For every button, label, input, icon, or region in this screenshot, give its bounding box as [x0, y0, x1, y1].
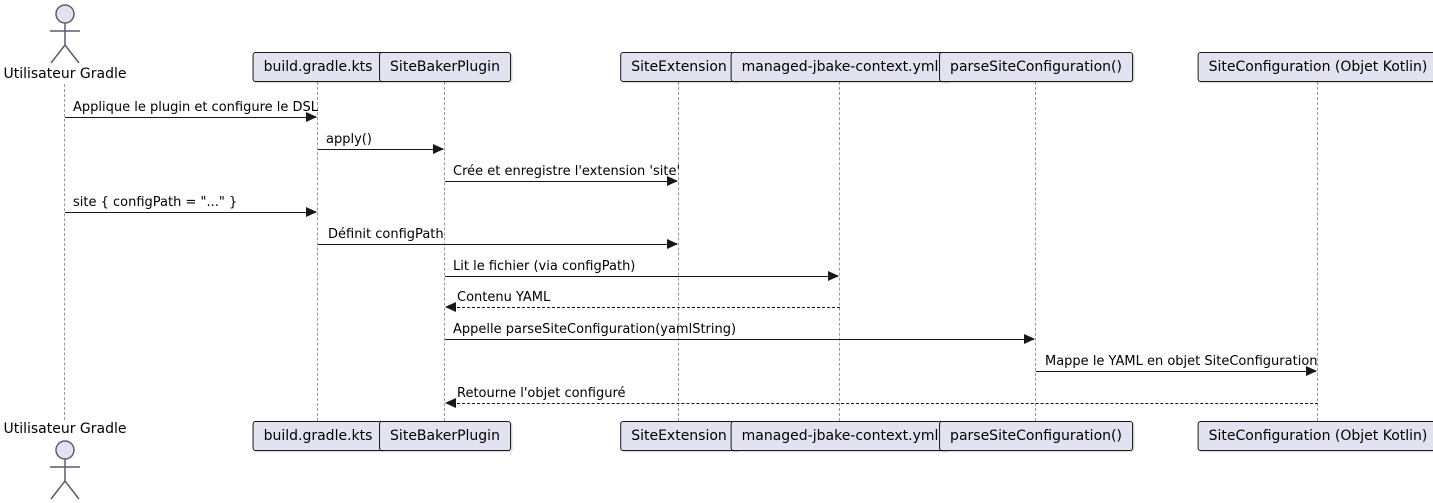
arrowhead-right-icon	[306, 112, 317, 122]
arrowhead-right-icon	[433, 144, 444, 154]
actor-icon	[50, 4, 80, 64]
lifeline-utilisateur-gradle	[64, 84, 65, 420]
arrowhead-left-icon	[445, 398, 456, 408]
actor-label-top: Utilisateur Gradle	[3, 66, 127, 82]
message-contenu-yaml-line	[447, 307, 840, 308]
arrowhead-right-icon	[1306, 366, 1317, 376]
participant-sitebakerplugin-top: SiteBakerPlugin	[379, 52, 511, 82]
message-lit-fichier-label: Lit le fichier (via configPath)	[453, 259, 636, 274]
lifeline-sitebakerplugin	[444, 82, 445, 421]
participant-siteconfiguration-bottom: SiteConfiguration (Objet Kotlin)	[1197, 421, 1433, 451]
participant-managed-jbake-context-yml-bottom: managed-jbake-context.yml	[730, 421, 950, 451]
message-site-configpath-line	[65, 212, 316, 213]
message-contenu-yaml-label: Contenu YAML	[457, 290, 551, 305]
arrowhead-right-icon	[667, 176, 678, 186]
arrowhead-right-icon	[667, 239, 678, 249]
participant-parsesiteconfiguration-bottom: parseSiteConfiguration()	[939, 421, 1133, 451]
message-site-configpath-label: site { configPath = "..." }	[73, 195, 238, 210]
lifeline-siteconfiguration	[1317, 82, 1318, 421]
message-apply-label: apply()	[326, 132, 372, 147]
message-lit-fichier-line	[445, 276, 838, 277]
message-retourne-objet-label: Retourne l'objet configuré	[457, 386, 626, 401]
lifeline-managed-jbake-context-yml	[839, 82, 840, 421]
message-apply-line	[318, 149, 443, 150]
message-definit-configpath-label: Définit configPath	[328, 227, 444, 242]
actor-icon	[50, 440, 80, 500]
participant-managed-jbake-context-yml-top: managed-jbake-context.yml	[730, 52, 950, 82]
message-mappe-yaml-line	[1036, 371, 1316, 372]
participant-build-gradle-kts-bottom: build.gradle.kts	[252, 421, 384, 451]
message-cree-extension-line	[445, 181, 677, 182]
participant-siteextension-bottom: SiteExtension	[620, 421, 738, 451]
arrowhead-right-icon	[306, 207, 317, 217]
message-applique-plugin-label: Applique le plugin et configure le DSL	[73, 100, 319, 115]
participant-sitebakerplugin-bottom: SiteBakerPlugin	[379, 421, 511, 451]
message-retourne-objet-line	[447, 403, 1318, 404]
message-applique-plugin-line	[65, 117, 316, 118]
lifeline-siteextension	[678, 82, 679, 421]
arrowhead-right-icon	[1024, 334, 1035, 344]
arrowhead-right-icon	[828, 271, 839, 281]
lifeline-parsesiteconfiguration	[1035, 82, 1036, 421]
message-appelle-parse-line	[445, 339, 1034, 340]
participant-parsesiteconfiguration-top: parseSiteConfiguration()	[939, 52, 1133, 82]
arrowhead-left-icon	[445, 302, 456, 312]
participant-siteconfiguration-top: SiteConfiguration (Objet Kotlin)	[1197, 52, 1433, 82]
lifeline-build-gradle-kts	[317, 82, 318, 421]
participant-siteextension-top: SiteExtension	[620, 52, 738, 82]
message-definit-configpath-line	[318, 244, 677, 245]
actor-label-bottom: Utilisateur Gradle	[3, 421, 127, 437]
message-appelle-parse-label: Appelle parseSiteConfiguration(yamlStrin…	[453, 322, 737, 337]
participant-build-gradle-kts-top: build.gradle.kts	[252, 52, 384, 82]
message-mappe-yaml-label: Mappe le YAML en objet SiteConfiguration	[1045, 354, 1318, 369]
message-cree-extension-label: Crée et enregistre l'extension 'site'	[453, 164, 681, 179]
